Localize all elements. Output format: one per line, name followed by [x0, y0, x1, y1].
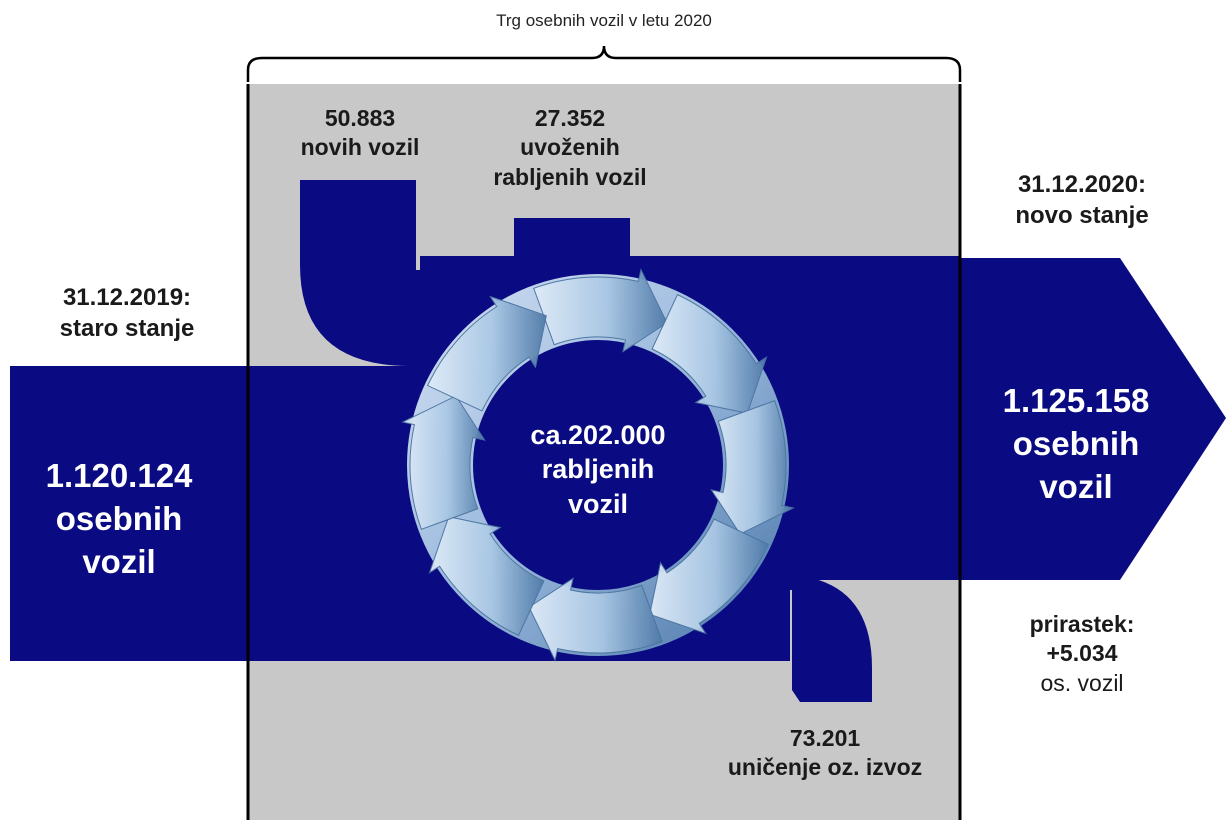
cycle-arrow-segment [533, 268, 668, 353]
cycle-arrow-segment [649, 518, 770, 635]
inflow-new-pipe [300, 180, 430, 366]
cycle-arrow-segment [428, 516, 545, 637]
diagram-title: Trg osebnih vozil v letu 2020 [496, 11, 712, 30]
cycle-arrow-segment [426, 295, 547, 412]
inflow-imported-pipe [514, 218, 630, 270]
growth-label: prirastek: +5.034 os. vozil [1029, 611, 1135, 696]
cycle-arrow-segment [710, 400, 795, 535]
start-stock-block [10, 366, 430, 661]
main-flow [420, 256, 960, 661]
cycle-arrow-segment [651, 293, 768, 414]
outflow-pipe [780, 575, 872, 702]
cycle-arrow-segment [528, 577, 663, 662]
used-vehicle-cycle [401, 268, 795, 662]
end-stock-arrow [958, 258, 1226, 580]
market-bracket [246, 45, 962, 82]
end-date-label: 31.12.2020:novo stanje [1015, 171, 1149, 229]
cycle-arrow-segment [401, 395, 486, 530]
start-date-label: 31.12.2019:staro stanje [59, 284, 195, 342]
